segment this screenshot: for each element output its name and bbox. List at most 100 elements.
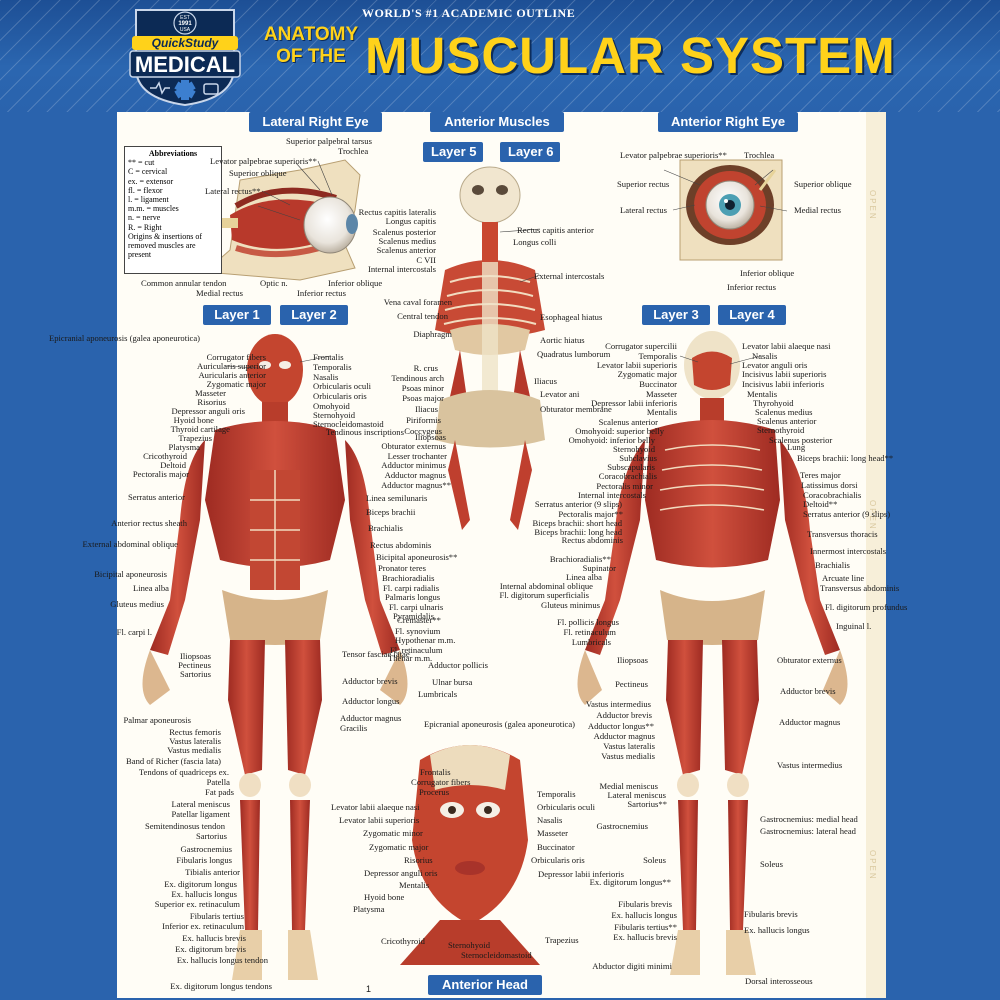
muscle-label: Lesser trochanter [387, 451, 447, 461]
muscle-label: Brachioradialis** [549, 554, 611, 564]
muscle-label: Fl. digitorum superficialis [499, 590, 589, 600]
section-layer6: Layer 6 [500, 142, 560, 162]
muscle-label: Gluteus medius [110, 599, 164, 609]
muscle-label: Levator labii superioris [596, 360, 677, 370]
muscle-label: Patella [206, 777, 230, 787]
muscle-label: Levator labii superioris [339, 815, 420, 825]
muscle-label: Iliacus [534, 376, 557, 386]
muscle-label: Zygomatic minor [363, 828, 423, 838]
muscle-label: Tibialis anterior [185, 867, 240, 877]
muscle-label: Cremaster** [397, 615, 441, 625]
muscle-label: Sartorius [179, 669, 211, 679]
muscle-label: Scalenus medius [378, 236, 436, 246]
muscle-label: Trochlea [338, 146, 369, 156]
muscle-label: Biceps brachii: long head [534, 527, 622, 537]
muscle-label: Linea semilunaris [366, 493, 428, 503]
muscle-label: Brachialis [368, 523, 403, 533]
page-number: 1 [366, 984, 372, 994]
muscle-label: Adductor magnus** [381, 480, 451, 490]
muscle-label: Fl. carpi l. [116, 627, 152, 637]
muscle-label: Scalenus posterior [372, 227, 436, 237]
muscle-label: Ex. hallucis longus [171, 889, 237, 899]
muscle-label: Fl. pollicis longus [557, 617, 619, 627]
muscle-label: Latissimus dorsi [801, 480, 858, 490]
muscle-label: Sternocleidomastoid [313, 419, 384, 429]
muscle-label: Serratus anterior [127, 492, 185, 502]
muscle-label: Sternohyoid [612, 444, 655, 454]
muscle-label: Corrugator fibers [206, 352, 266, 362]
muscle-label: Coracobrachialis [803, 490, 862, 500]
muscle-label: Coracobrachialis [598, 471, 657, 481]
muscle-label: Rectus abdominis [561, 535, 623, 545]
muscle-label: Sartorius** [627, 799, 667, 809]
badge-brand: QuickStudy [152, 36, 220, 50]
muscle-label: Temporalis [638, 351, 677, 361]
muscle-label: Fibularis longus [176, 855, 232, 865]
muscle-label: Linea alba [565, 572, 602, 582]
muscle-label: Lumbricals [571, 637, 611, 647]
muscle-label: Palmaris longus [385, 592, 441, 602]
muscle-label: Subscapularis [607, 462, 655, 472]
muscle-label: Hyoid bone [173, 415, 214, 425]
muscle-label: Cricothyroid [381, 936, 425, 946]
muscle-label: Superior ex. retinaculum [154, 899, 240, 909]
muscle-label: Buccinator [639, 379, 677, 389]
muscle-label: Levator palpebrae superioris** [620, 150, 727, 160]
muscle-label: Levator labii alaeque nasi [331, 802, 420, 812]
muscle-label: Depressor labii inferioris [538, 869, 624, 879]
muscle-label: Nasalis [537, 815, 563, 825]
muscle-label: Inferior oblique [328, 278, 383, 288]
muscle-label: Superior oblique [229, 168, 287, 178]
muscle-label: Pectineus [178, 660, 211, 670]
muscle-label: Band of Richer (fascia lata) [126, 756, 221, 766]
muscle-label: Risorius [197, 397, 226, 407]
muscle-label: Lateral rectus [620, 205, 667, 215]
muscle-label: Rectus femoris [169, 727, 221, 737]
muscle-label: Biceps brachii: long head** [797, 453, 894, 463]
muscle-label: Internal abdominal oblique [499, 581, 593, 591]
abbreviation-row: m.m. = muscles [128, 204, 179, 214]
muscle-label: Supinator [582, 563, 616, 573]
deep-layer-figure [577, 331, 848, 975]
muscle-label: Gastrocnemius: medial head [760, 814, 858, 824]
muscle-label: Sternocleidomastoid [461, 950, 532, 960]
muscle-label: Vastus medialis [601, 751, 655, 761]
abbreviation-row: ex. = extensor [128, 176, 174, 186]
muscle-label: Abductor digiti minimi [592, 961, 672, 971]
superficial-muscles-figure [142, 334, 408, 980]
muscle-label: Gastrocnemius [180, 844, 232, 854]
muscle-label: Innermost intercostals [810, 546, 887, 556]
muscle-label: Lateral meniscus [171, 799, 230, 809]
section-anterior-muscles: Anterior Muscles [430, 112, 564, 132]
muscle-label: Thyroid cartilage [170, 424, 230, 434]
muscle-label: Fl. retinaculum [563, 627, 616, 637]
muscle-label: Trapezius [178, 433, 212, 443]
muscle-label: Adductor brevis [342, 676, 398, 686]
muscle-label: Patellar ligament [171, 809, 230, 819]
muscle-label: Inferior rectus [297, 288, 346, 298]
muscle-label: Masseter [537, 828, 569, 838]
muscle-label: Incisivus labii superioris [742, 369, 827, 379]
muscle-label: Levator anguli oris [742, 360, 808, 370]
muscle-label: Lumbricals [418, 689, 458, 699]
muscle-label: Lateral rectus** [205, 186, 261, 196]
muscle-label: Medial meniscus [599, 781, 658, 791]
muscle-label: External abdominal oblique [82, 539, 178, 549]
section-layer3: Layer 3 [642, 305, 710, 325]
abbreviation-row: C = cervical [128, 167, 168, 177]
muscle-label: Fl. synovium [395, 626, 441, 636]
section-layer5: Layer 5 [423, 142, 483, 162]
muscle-label: Epicranial aponeurosis (galea aponeuroti… [424, 719, 576, 729]
muscle-label: Ex. hallucis longus [611, 910, 677, 920]
muscle-label: Soleus [643, 855, 666, 865]
muscle-label: Fibularis brevis [744, 909, 798, 919]
muscle-label: Omohyoid: inferior belly [568, 435, 655, 445]
muscle-label: Superior oblique [794, 179, 852, 189]
muscle-label: Biceps brachii: short head [532, 518, 623, 528]
side-open-text: OPEN [868, 500, 877, 531]
deep-muscles-figure [435, 166, 545, 530]
badge-medical: MEDICAL [135, 52, 235, 77]
muscle-label: Internal intercostals [367, 264, 436, 274]
